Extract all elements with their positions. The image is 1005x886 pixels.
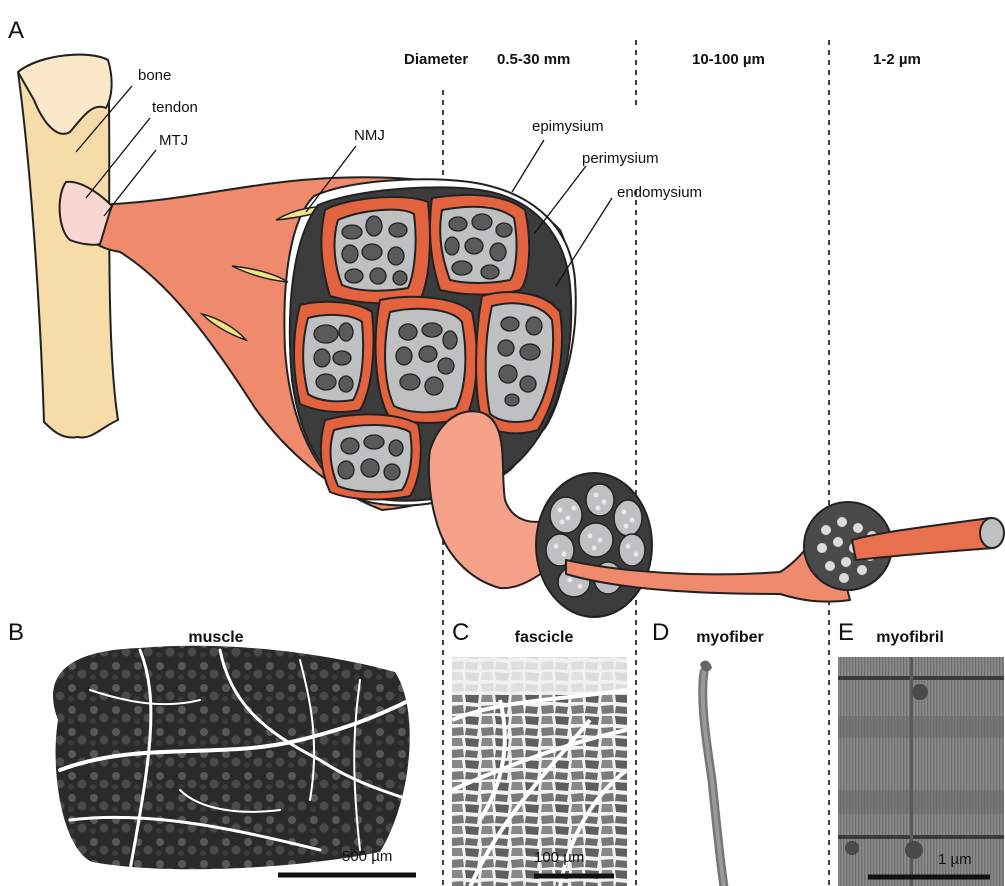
fibril-diameter-range: 1-2 µm bbox=[873, 51, 921, 68]
fascicle-scale-label: 100 µm bbox=[534, 849, 584, 866]
diameter-label: Diameter bbox=[404, 51, 468, 68]
perimysium-label: perimysium bbox=[582, 150, 659, 167]
muscle-micrograph bbox=[53, 646, 410, 870]
myofibril-scale-label: 1 µm bbox=[938, 851, 972, 868]
fascicle-micrograph-title: fascicle bbox=[515, 629, 574, 646]
panel-label-d: D bbox=[652, 619, 669, 646]
myofibril-micrograph bbox=[838, 657, 1004, 886]
myofiber-micrograph-title: myofiber bbox=[696, 629, 764, 646]
bone-label: bone bbox=[138, 67, 171, 84]
myofiber-micrograph bbox=[700, 661, 724, 886]
epimysium-label: epimysium bbox=[532, 118, 604, 135]
endomysium-label: endomysium bbox=[617, 184, 702, 201]
panel-label-a: A bbox=[8, 17, 24, 44]
panel-label-c: C bbox=[452, 619, 469, 646]
mtj-label: MTJ bbox=[159, 132, 188, 149]
fiber-diameter-range: 10-100 µm bbox=[692, 51, 765, 68]
panel-label-e: E bbox=[838, 619, 854, 646]
muscle-scale-label: 500 µm bbox=[342, 848, 392, 865]
nmj-label: NMJ bbox=[354, 127, 385, 144]
tendon-label: tendon bbox=[152, 99, 198, 116]
panel-label-b: B bbox=[8, 619, 24, 646]
myofibril-micrograph-title: myofibril bbox=[876, 629, 944, 646]
muscle-diameter-range: 0.5-30 mm bbox=[497, 51, 570, 68]
muscle-micrograph-title: muscle bbox=[188, 629, 243, 646]
